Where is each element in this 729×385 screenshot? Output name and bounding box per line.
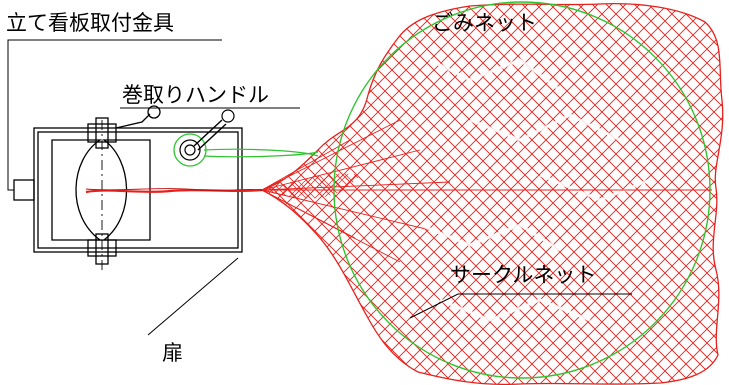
clamp-top: [87, 123, 117, 143]
winding-handle: [173, 109, 319, 167]
clamp-bottom: [87, 239, 117, 257]
small-lever-knob: [147, 105, 161, 119]
reel-housing: [13, 105, 243, 270]
net-strand-2: [85, 188, 263, 192]
net-fold-highlights: [419, 58, 651, 322]
leader-lines: [7, 39, 632, 336]
spool-left: [51, 139, 103, 241]
handle-hub-outer: [179, 139, 201, 161]
handle-arm: [193, 119, 223, 147]
label-bracket: 立て看板取付金具: [6, 11, 174, 35]
handle-hub-inner: [184, 144, 196, 156]
clamp-top-inner: [95, 117, 109, 149]
small-lever: [115, 113, 151, 129]
label-trash-net: ごみネット: [432, 11, 537, 35]
trash-net-dense-zone: [262, 173, 360, 199]
leader-bracket: [7, 39, 222, 191]
net-strand: [85, 188, 263, 194]
bracket-block: [13, 179, 35, 201]
handle-knob: [221, 109, 235, 123]
trash-net-mesh: [260, 3, 724, 385]
label-door: 扉: [162, 341, 183, 365]
clamp-bottom-inner: [95, 233, 109, 265]
winding-rope: [203, 148, 319, 158]
leader-door: [147, 257, 239, 336]
label-circle-net: サークルネット: [450, 263, 596, 287]
trash-net: [260, 3, 724, 385]
label-handle: 巻取りハンドル: [122, 83, 269, 107]
leader-circle-net: [409, 293, 632, 319]
handle-arm-2: [197, 123, 227, 151]
net-funnel-lines: [261, 119, 451, 263]
